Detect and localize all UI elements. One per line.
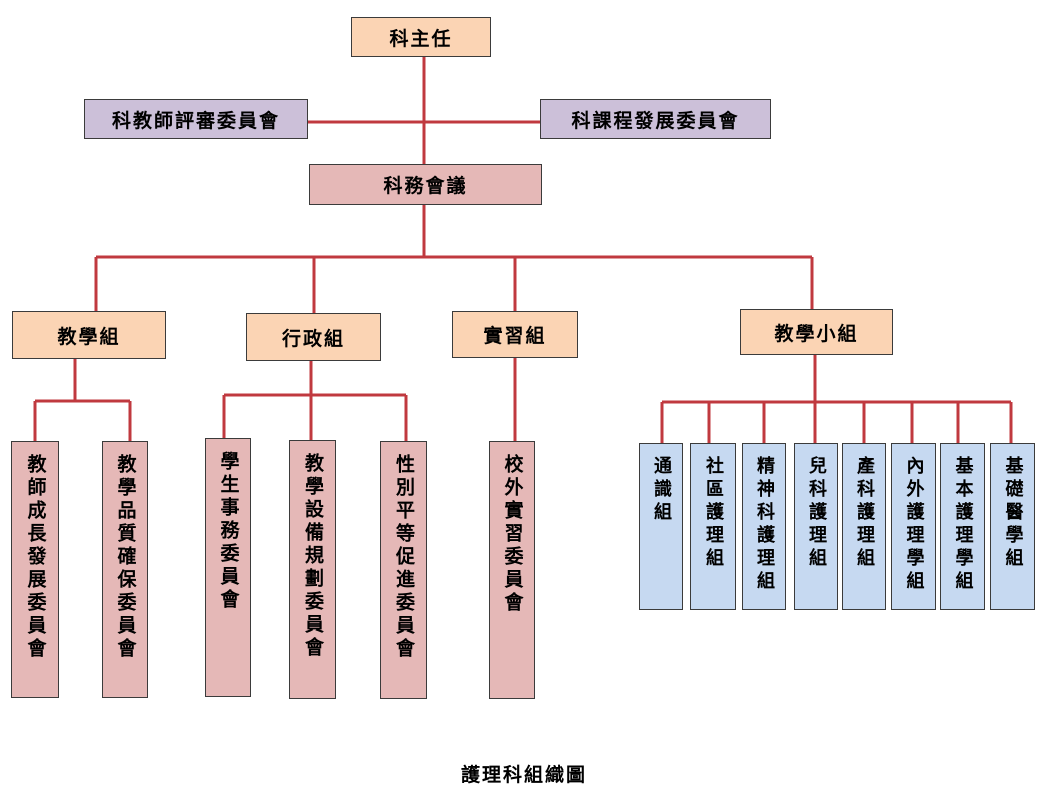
small-group-label: 基礎醫學組: [1002, 456, 1024, 571]
subcommittee-box: 教師成長發展委員會: [11, 441, 59, 698]
teaching-small-group-box: 教學小組: [740, 309, 893, 355]
practicum-group-box: 實習組: [452, 311, 578, 358]
subcommittee-box: 教學品質確保委員會: [102, 441, 148, 698]
small-group-label: 產科護理組: [854, 456, 875, 571]
subcommittee-box: 性別平等促進委員會: [380, 441, 427, 699]
subcommittee-label: 性別平等促進委員會: [393, 454, 415, 661]
small-group-label: 社區護理組: [703, 456, 724, 571]
subcommittee-label: 教學品質確保委員會: [114, 454, 137, 661]
small-group-box: 社區護理組: [690, 443, 736, 610]
small-group-box: 基礎醫學組: [990, 443, 1035, 610]
chair-box: 科主任: [351, 17, 491, 57]
admin-group-box: 行政組: [246, 313, 381, 361]
subcommittee-label: 校外實習委員會: [501, 454, 524, 615]
teaching-group-box: 教學組: [12, 311, 166, 359]
subcommittee-label: 學生事務委員會: [217, 451, 240, 612]
small-group-box: 產科護理組: [842, 443, 886, 610]
small-group-label: 兒科護理組: [806, 456, 827, 571]
small-group-box: 內外護理學組: [891, 443, 936, 610]
subcommittee-label: 教師成長發展委員會: [24, 454, 47, 661]
subcommittee-label: 教學設備規劃委員會: [302, 453, 324, 660]
small-group-label: 精神科護理組: [754, 456, 775, 594]
small-group-box: 通識組: [639, 443, 683, 610]
curriculum-committee-box: 科課程發展委員會: [540, 99, 771, 139]
small-group-box: 基本護理學組: [940, 443, 985, 610]
small-group-box: 精神科護理組: [742, 443, 786, 610]
subcommittee-box: 校外實習委員會: [489, 441, 535, 699]
small-group-label: 內外護理學組: [903, 456, 925, 594]
small-group-label: 基本護理學組: [952, 456, 974, 594]
subcommittee-box: 教學設備規劃委員會: [289, 440, 336, 699]
chart-caption: 護理科組織圖: [460, 764, 587, 786]
teacher-review-committee-box: 科教師評審委員會: [84, 99, 308, 139]
subcommittee-box: 學生事務委員會: [205, 438, 251, 697]
department-meeting-box: 科務會議: [309, 164, 542, 205]
small-group-box: 兒科護理組: [794, 443, 838, 610]
small-group-label: 通識組: [651, 456, 672, 525]
